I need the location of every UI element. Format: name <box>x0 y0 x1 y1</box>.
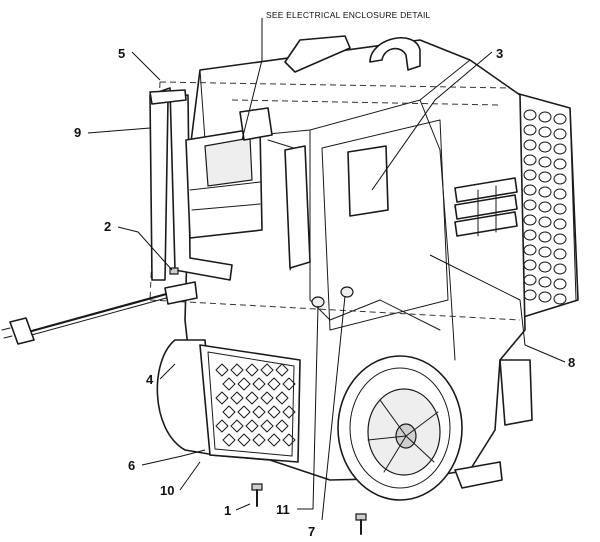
grille-cell <box>237 433 251 447</box>
grille-cell <box>275 419 289 433</box>
coil-loop <box>553 143 567 155</box>
coil-loop <box>538 231 552 243</box>
grille-cell <box>260 363 274 377</box>
grille-cell <box>252 433 266 447</box>
callout-5: 5 <box>118 46 125 61</box>
front-grille <box>199 344 301 463</box>
front-cover-panel <box>321 119 449 331</box>
grille-cell <box>222 377 236 391</box>
grille-cell <box>230 419 244 433</box>
base-foot <box>454 359 533 489</box>
coil-loop <box>553 278 567 290</box>
coil-loop <box>523 124 537 136</box>
handle-tube <box>149 87 233 281</box>
callout-9: 9 <box>74 125 81 140</box>
screw-item-7 <box>355 513 367 535</box>
grille-cell <box>222 405 236 419</box>
coil-loop <box>538 291 552 303</box>
coil-loop <box>553 218 567 230</box>
coil-loop <box>538 246 552 258</box>
coil-loop <box>538 216 552 228</box>
grille-cell <box>267 377 281 391</box>
coil-loop <box>523 229 537 241</box>
coil-loop <box>553 128 567 140</box>
coil-loop <box>553 203 567 215</box>
callout-4: 4 <box>146 372 154 387</box>
callout-8: 8 <box>568 355 575 370</box>
grille-cell <box>215 363 229 377</box>
callout-2: 2 <box>104 219 111 234</box>
electrical-enclosure <box>185 107 311 271</box>
coil-loop <box>553 113 567 125</box>
coil-loop <box>538 171 552 183</box>
grille-cell <box>252 405 266 419</box>
note-electrical-enclosure: SEE ELECTRICAL ENCLOSURE DETAIL <box>266 10 431 20</box>
coil-loop <box>523 169 537 181</box>
grille-cell <box>260 419 274 433</box>
coil-loop <box>538 201 552 213</box>
grille-cell <box>222 433 236 447</box>
callout-6: 6 <box>128 458 135 473</box>
callout-10: 10 <box>160 483 174 498</box>
coil-loop <box>523 214 537 226</box>
grille-cell <box>252 377 266 391</box>
coil-loop <box>538 111 552 123</box>
callout-11: 11 <box>276 502 290 517</box>
coil-loop <box>553 263 567 275</box>
left-wheel-cover <box>156 339 216 456</box>
grille-cell <box>267 433 281 447</box>
coil-loop <box>538 156 552 168</box>
grille-cell <box>245 363 259 377</box>
grille-cell <box>275 363 289 377</box>
grille-cell <box>267 405 281 419</box>
grille-cell <box>282 377 296 391</box>
coil-loop <box>553 233 567 245</box>
grille-cell <box>237 377 251 391</box>
grille-cell <box>215 419 229 433</box>
coil-loop <box>523 199 537 211</box>
right-wheel <box>337 355 463 501</box>
coil-assembly <box>511 91 579 319</box>
callout-3: 3 <box>496 46 503 61</box>
grille-cell <box>275 391 289 405</box>
screw-item-1 <box>251 483 263 507</box>
grille-cell <box>215 391 229 405</box>
callouts: SEE ELECTRICAL ENCLOSURE DETAIL 5 3 9 2 … <box>74 10 575 539</box>
grille-cell <box>282 405 296 419</box>
leader-lines <box>87 18 566 521</box>
coil-loop <box>538 261 552 273</box>
coil-loop <box>553 248 567 260</box>
coil-loop <box>523 139 537 151</box>
callout-1: 1 <box>224 503 231 518</box>
coil-loop <box>553 158 567 170</box>
grille-cell <box>245 391 259 405</box>
callout-7: 7 <box>308 524 315 539</box>
grille-cell <box>237 405 251 419</box>
coil-loop <box>523 109 537 121</box>
coil-loop <box>553 173 567 185</box>
coil-loop <box>553 188 567 200</box>
rail-brackets <box>454 177 518 237</box>
grille-cell <box>230 391 244 405</box>
label-panel <box>347 145 389 217</box>
coil-loop <box>538 126 552 138</box>
grille-cell <box>260 391 274 405</box>
coil-loop <box>523 184 537 196</box>
coil-loop <box>538 186 552 198</box>
grille-cell <box>230 363 244 377</box>
power-cord <box>1 281 198 345</box>
coil-loop <box>538 141 552 153</box>
coil-loop <box>553 293 567 305</box>
grille-cell <box>282 433 296 447</box>
coil-loop <box>523 154 537 166</box>
grille-cell <box>245 419 259 433</box>
coil-loop <box>538 276 552 288</box>
